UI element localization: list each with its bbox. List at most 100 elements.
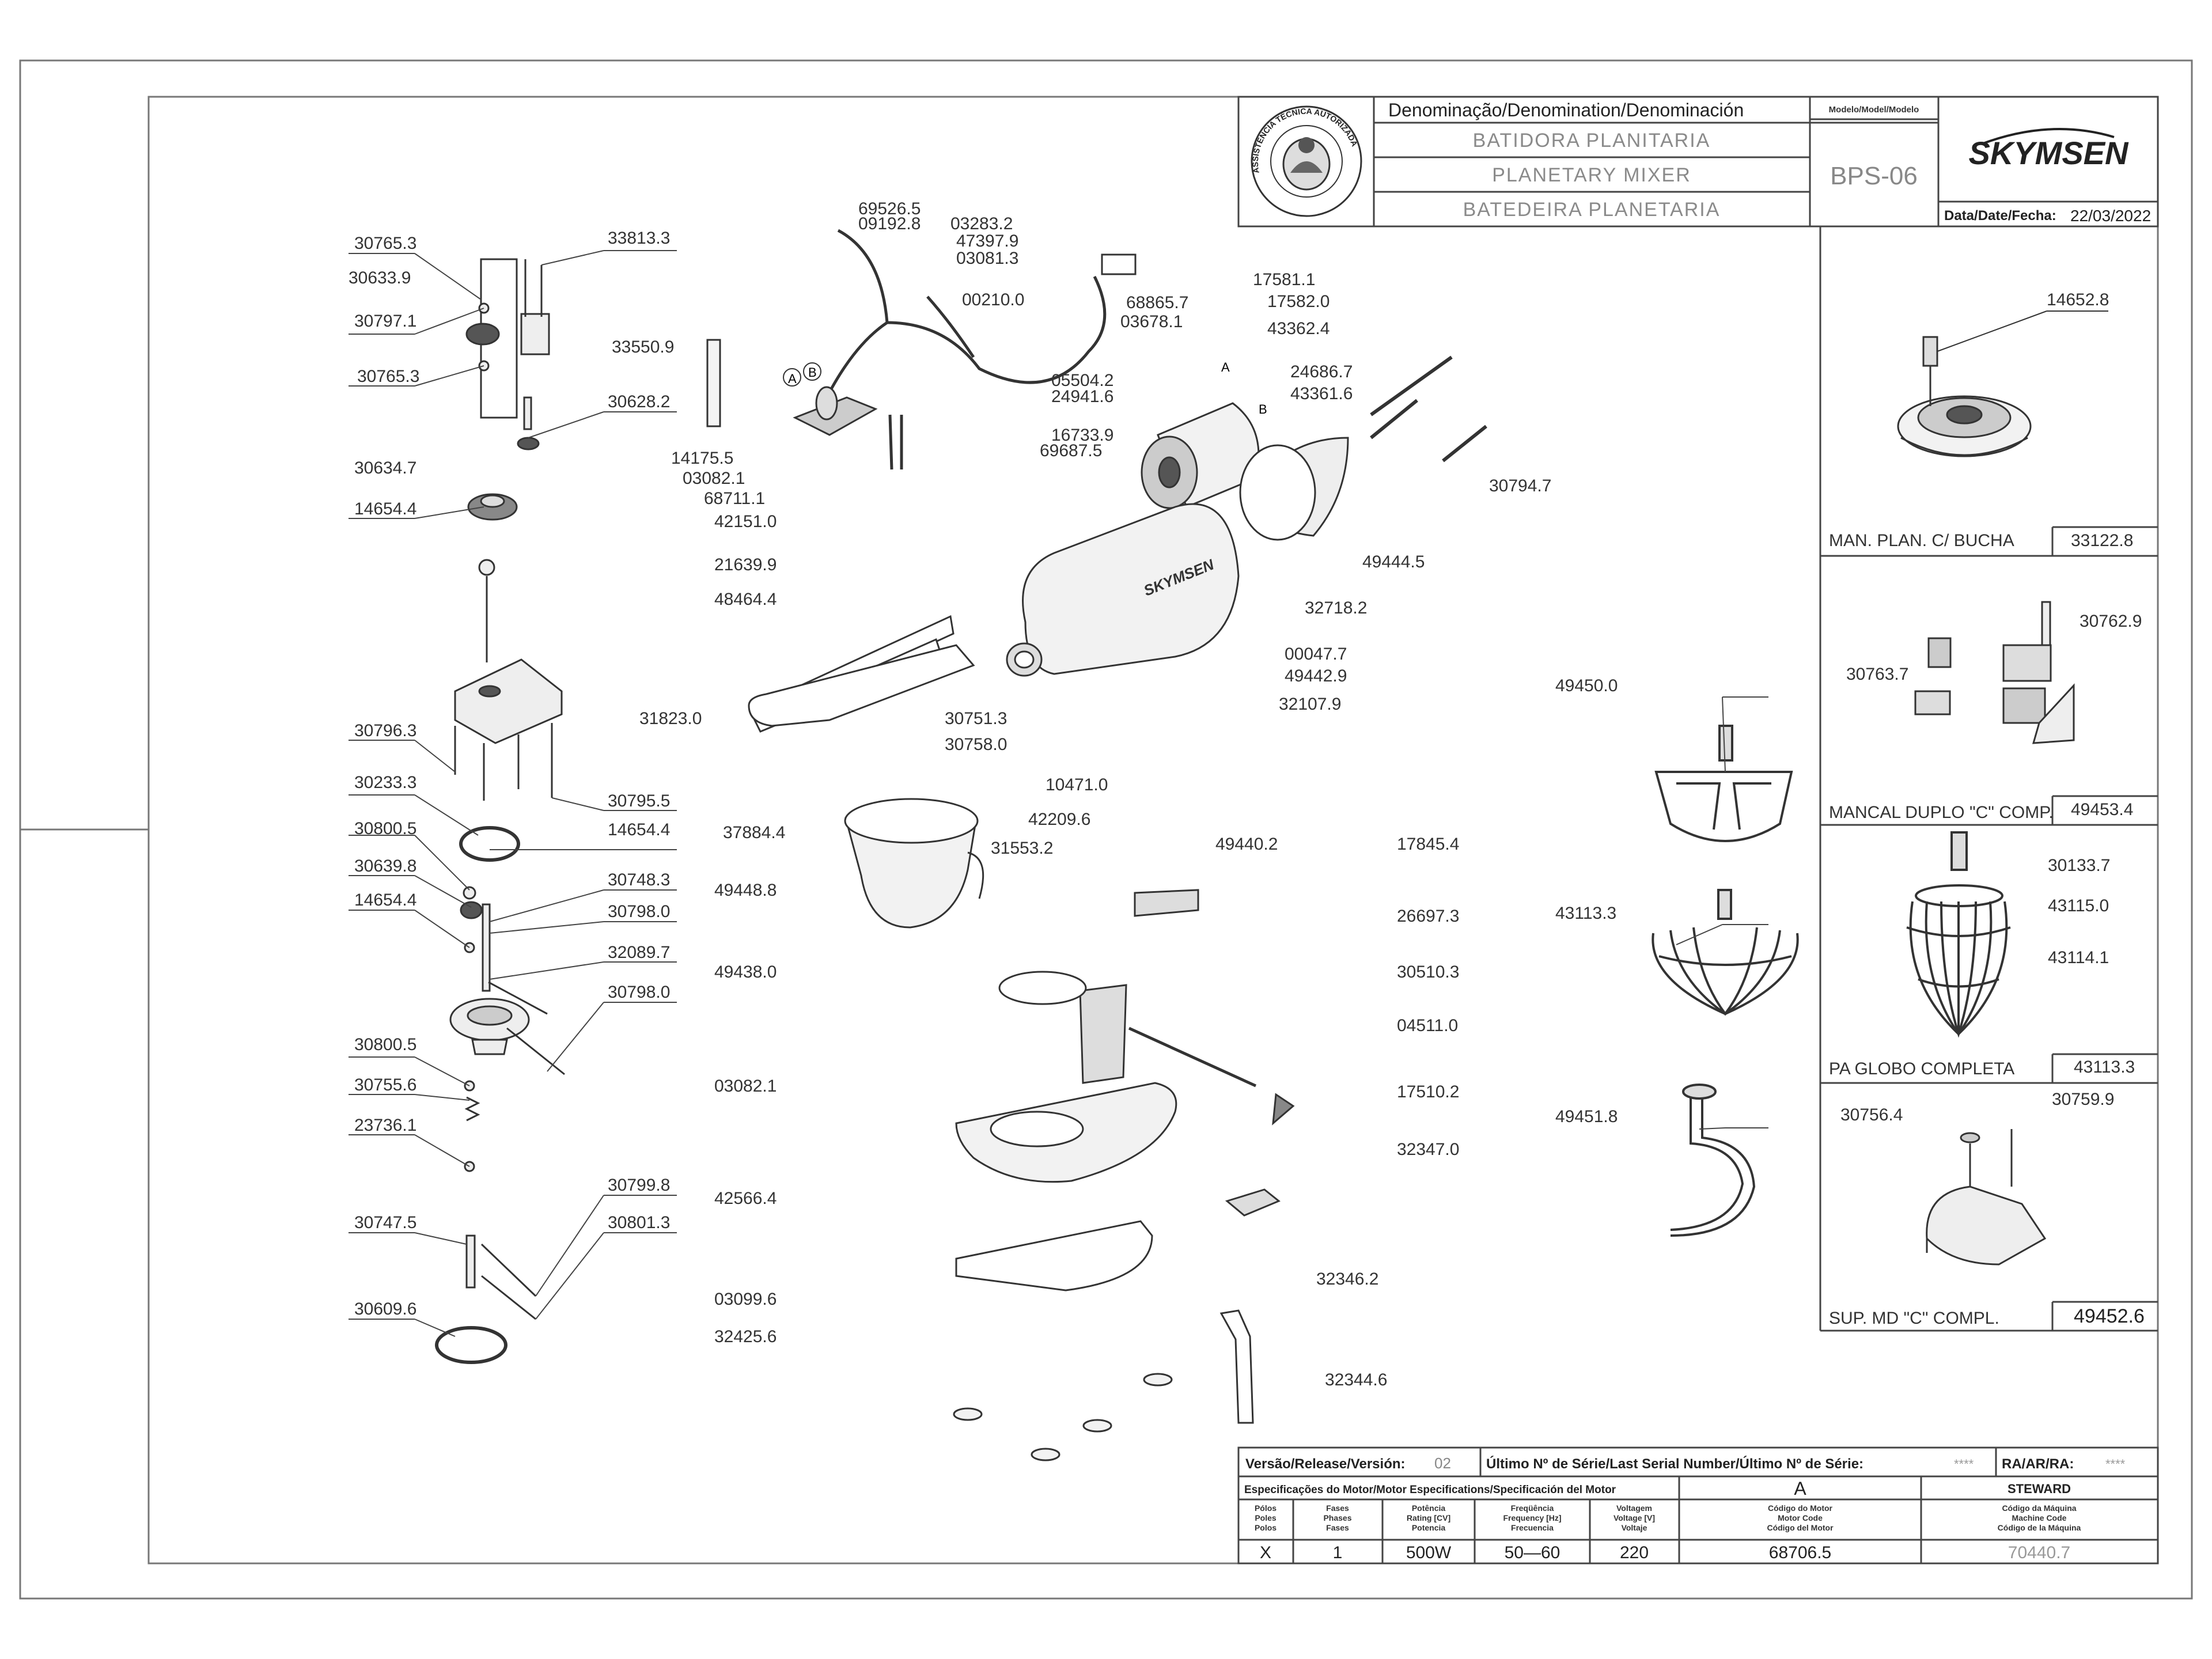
part-label: 04511.0 — [1397, 1016, 1458, 1035]
part-label: 49444.5 — [1362, 552, 1425, 571]
part-label: 30795.5 — [608, 791, 670, 810]
name-pt: BATEDEIRA PLANETARIA — [1463, 199, 1721, 221]
serial-value: **** — [1954, 1457, 1974, 1471]
part-label: 14654.4 — [608, 820, 670, 839]
motor-column-header: Freqüência — [1511, 1503, 1554, 1513]
motor-column-header: Fases — [1326, 1523, 1349, 1532]
part-label: 03082.1 — [714, 1077, 777, 1096]
motor-column-header: Potencia — [1412, 1523, 1446, 1532]
motor-letter: A — [1794, 1478, 1806, 1499]
part-label: 17845.4 — [1397, 835, 1459, 854]
part-label: 30798.0 — [608, 983, 670, 1002]
part-label: 30748.3 — [608, 870, 670, 889]
motor-column-header: Voltagem — [1616, 1503, 1652, 1513]
sheet-frame — [19, 59, 2193, 1600]
motor-column-headers: PólosPolesPolosFasesPhasesFasesPotênciaR… — [1255, 1503, 2081, 1532]
part-label: 31553.2 — [991, 839, 1053, 858]
part-label: 03099.6 — [714, 1290, 777, 1309]
panel-name: SUP. MD "C" COMPL. — [1829, 1309, 1999, 1328]
leader-lines — [349, 250, 1768, 1337]
part-label: 31823.0 — [639, 709, 702, 728]
motor-spec-label: Especificações do Motor/Motor Especifica… — [1244, 1484, 1616, 1496]
part-label: 30639.8 — [354, 857, 416, 876]
brand-logo: SKYMSEN — [1969, 135, 2129, 171]
motor-column-header: Rating [CV] — [1407, 1513, 1450, 1522]
part-label: 24686.7 — [1290, 362, 1353, 381]
panel-code: 33122.8 — [2071, 531, 2133, 550]
panel-name: PA GLOBO COMPLETA — [1829, 1059, 2014, 1078]
release-block: Versão/Release/Versión: 02 Último Nº de … — [1237, 1446, 2159, 1565]
part-label: 49440.2 — [1215, 835, 1278, 854]
part-label: 37884.4 — [723, 823, 785, 842]
part-label: 49442.9 — [1285, 666, 1347, 685]
serial-label: Último Nº de Série/Last Serial Number/Úl… — [1486, 1456, 1863, 1472]
part-label: 32344.6 — [1325, 1370, 1387, 1389]
motor-column-header: Polos — [1255, 1523, 1277, 1532]
part-label: 33550.9 — [612, 338, 674, 357]
motor-value: 500W — [1406, 1543, 1452, 1562]
planetary-hub-drawing — [1897, 336, 2032, 457]
planetary-gear-stack-drawing — [435, 258, 721, 1364]
part-label: 30800.5 — [354, 1035, 416, 1054]
part-label: 16733.9 — [1051, 426, 1113, 445]
version-value: 02 — [1434, 1455, 1451, 1472]
marker-b: B — [1259, 402, 1267, 416]
panel-name: MAN. PLAN. C/ BUCHA — [1829, 531, 2014, 550]
motor-column-header: Código de la Máquina — [1998, 1523, 2081, 1532]
part-label: 30133.7 — [2048, 856, 2110, 875]
part-label: 32425.6 — [714, 1327, 777, 1346]
part-label: 49438.0 — [714, 963, 777, 982]
part-label: 68711.1 — [704, 489, 765, 508]
dough-hook-drawing — [1670, 1084, 1756, 1237]
motor-value: X — [1260, 1543, 1271, 1562]
panel-code: 49452.6 — [2074, 1305, 2145, 1327]
name-en: PLANETARY MIXER — [1492, 164, 1691, 186]
part-label: 30747.5 — [354, 1213, 416, 1232]
part-label: 32347.0 — [1397, 1140, 1459, 1159]
part-label: 30800.5 — [354, 819, 416, 838]
motor-value: 50—60 — [1505, 1543, 1560, 1562]
part-label: 30609.6 — [354, 1300, 416, 1319]
date-value: 22/03/2022 — [2070, 207, 2151, 225]
part-label: 30801.3 — [608, 1213, 670, 1232]
part-label: 30794.7 — [1489, 476, 1551, 495]
motor-column-header: Código da Máquina — [2002, 1503, 2076, 1513]
part-label: 47397.9 — [956, 232, 1018, 251]
part-label: 17581.1 — [1253, 270, 1315, 289]
part-label: 42566.4 — [714, 1189, 777, 1208]
motor-brand: STEWARD — [2008, 1482, 2071, 1496]
mixer-assembly-drawing: SKYMSEN — [748, 229, 1487, 1461]
part-label: 23736.1 — [354, 1116, 416, 1135]
motor-column-header: Poles — [1255, 1513, 1277, 1522]
marker-b: B — [808, 365, 817, 380]
part-label: 17510.2 — [1397, 1082, 1459, 1101]
part-label: 30762.9 — [2080, 612, 2142, 631]
part-label: 10471.0 — [1046, 775, 1108, 794]
motor-column-header: Código do Motor — [1768, 1503, 1833, 1513]
motor-column-header: Código del Motor — [1767, 1523, 1834, 1532]
part-label: 30628.2 — [608, 392, 670, 411]
motor-column-header: Frecuencia — [1511, 1523, 1554, 1532]
part-label: 14654.4 — [354, 891, 416, 910]
whisk-complete-drawing — [1906, 831, 2011, 1038]
panel-name: MANCAL DUPLO "C" COMP. — [1829, 803, 2054, 822]
motor-column-header: Potência — [1412, 1503, 1446, 1513]
part-label: 14654.4 — [354, 499, 416, 518]
motor-column-header: Voltage [V] — [1613, 1513, 1655, 1522]
part-label: 30756.4 — [1840, 1105, 1903, 1124]
double-bearing-drawing — [1914, 601, 2075, 744]
part-label: 68865.7 — [1126, 293, 1188, 312]
part-label: 24941.6 — [1051, 387, 1113, 406]
part-label: 21639.9 — [714, 555, 777, 574]
marker-a: A — [1221, 360, 1230, 374]
part-label: 05504.2 — [1051, 371, 1113, 390]
motor-column-header: Machine Code — [2012, 1513, 2067, 1522]
model-header: Modelo/Model/Modelo — [1829, 105, 1919, 115]
part-label: 09192.8 — [858, 214, 921, 233]
part-label: 32107.9 — [1279, 695, 1341, 714]
support-md-drawing — [1926, 1129, 2047, 1266]
motor-value: 1 — [1333, 1543, 1343, 1562]
motor-column-header: Pólos — [1255, 1503, 1277, 1513]
reference-markers: A B A B — [783, 360, 1267, 416]
